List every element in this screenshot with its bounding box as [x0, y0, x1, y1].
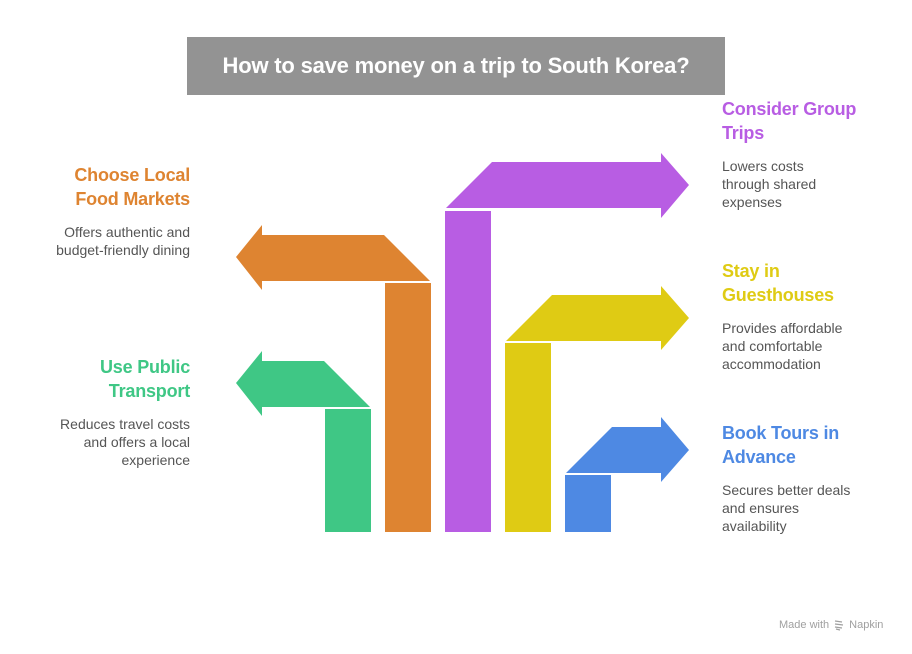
- column-guesthouses: [505, 343, 551, 532]
- label-book-tours: Book Tours in Advance Secures better dea…: [722, 421, 882, 535]
- arrow-head-group-trips: [446, 153, 689, 218]
- description-book-tours: Secures better deals and ensures availab…: [722, 482, 851, 534]
- heading-book-tours: Book Tours in Advance: [722, 423, 840, 467]
- column-group-trips: [445, 211, 491, 532]
- label-food-markets: Choose Local Food Markets Offers authent…: [0, 163, 190, 259]
- napkin-brand-text: Napkin: [849, 619, 884, 631]
- arrow-head-book-tours: [566, 417, 689, 482]
- description-group-trips: Lowers costs through shared expenses: [722, 158, 817, 210]
- description-food-markets: Offers authentic and budget-friendly din…: [56, 224, 190, 258]
- heading-guesthouses: Stay in Guesthouses: [722, 261, 834, 305]
- made-with-text: Made with: [779, 619, 830, 631]
- column-food-markets: [385, 283, 431, 532]
- heading-food-markets: Choose Local Food Markets: [74, 165, 190, 209]
- description-public-transport: Reduces travel costs and offers a local …: [60, 416, 190, 468]
- arrow-head-guesthouses: [506, 286, 689, 350]
- heading-group-trips: Consider Group Trips: [722, 99, 857, 143]
- description-guesthouses: Provides affordable and comfortable acco…: [722, 320, 843, 372]
- label-group-trips: Consider Group Trips Lowers costs throug…: [722, 97, 882, 211]
- napkin-logo-icon: [835, 620, 844, 631]
- title-banner: How to save money on a trip to South Kor…: [187, 37, 725, 95]
- label-guesthouses: Stay in Guesthouses Provides affordable …: [722, 259, 882, 373]
- arrow-head-public-transport: [236, 351, 370, 416]
- arrow-group-trips: [445, 153, 689, 532]
- arrow-head-food-markets: [236, 225, 430, 290]
- arrow-public-transport: [236, 351, 371, 532]
- made-with-napkin-footer: Made with Napkin: [779, 619, 883, 631]
- column-book-tours: [565, 475, 611, 532]
- column-public-transport: [325, 409, 371, 532]
- arrow-book-tours: [565, 417, 689, 532]
- arrow-guesthouses: [505, 286, 689, 532]
- heading-public-transport: Use Public Transport: [99, 357, 190, 401]
- page-title: How to save money on a trip to South Kor…: [222, 53, 690, 78]
- arrow-food-markets: [236, 225, 431, 532]
- label-public-transport: Use Public Transport Reduces travel cost…: [0, 355, 190, 469]
